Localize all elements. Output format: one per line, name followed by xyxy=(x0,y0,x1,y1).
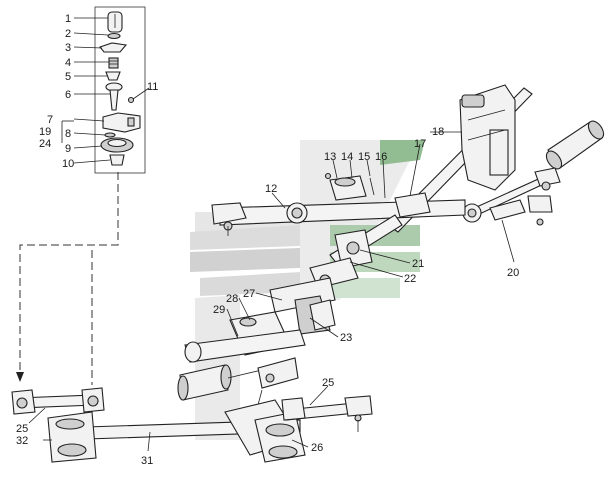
label-5: 5 xyxy=(65,71,71,83)
label-31: 31 xyxy=(141,455,153,467)
label-14: 14 xyxy=(341,151,353,163)
label-6: 6 xyxy=(65,89,71,101)
label-22: 22 xyxy=(404,273,416,285)
label-25-left: 25 xyxy=(16,423,28,435)
label-16: 16 xyxy=(375,151,387,163)
label-20: 20 xyxy=(507,267,519,279)
label-32: 32 xyxy=(16,435,28,447)
center-bracket xyxy=(269,214,403,335)
label-23: 23 xyxy=(340,332,352,344)
label-28: 28 xyxy=(226,293,238,305)
label-7: 7 xyxy=(47,114,53,126)
exploded-parts-box xyxy=(94,6,146,174)
label-10: 10 xyxy=(62,158,74,170)
label-1: 1 xyxy=(65,13,71,25)
label-2: 2 xyxy=(65,28,71,40)
label-29: 29 xyxy=(213,304,225,316)
label-21: 21 xyxy=(412,258,424,270)
label-24: 24 xyxy=(39,138,51,150)
label-15: 15 xyxy=(358,151,370,163)
label-13: 13 xyxy=(324,151,336,163)
label-25-right: 25 xyxy=(322,377,334,389)
box-leader-lines xyxy=(61,17,150,164)
label-8: 8 xyxy=(65,128,71,140)
label-18: 18 xyxy=(432,126,444,138)
label-17: 17 xyxy=(414,138,426,150)
label-12: 12 xyxy=(265,183,277,195)
main-leader-lines xyxy=(28,131,515,452)
left-lever-assembly xyxy=(177,311,306,406)
label-4: 4 xyxy=(65,57,71,69)
middle-drag-link xyxy=(211,172,466,236)
power-cylinder xyxy=(524,120,605,191)
label-9: 9 xyxy=(65,143,71,155)
label-26: 26 xyxy=(311,442,323,454)
callout-labels: 1 2 3 4 5 6 11 7 19 24 8 9 10 12 13 14 1… xyxy=(16,13,519,467)
label-27: 27 xyxy=(243,288,255,300)
bottom-tie-rod-assembly xyxy=(11,387,373,463)
label-3: 3 xyxy=(65,42,71,54)
label-11: 11 xyxy=(147,81,158,93)
label-19: 19 xyxy=(39,126,51,138)
dashed-reference-lines xyxy=(16,172,119,385)
